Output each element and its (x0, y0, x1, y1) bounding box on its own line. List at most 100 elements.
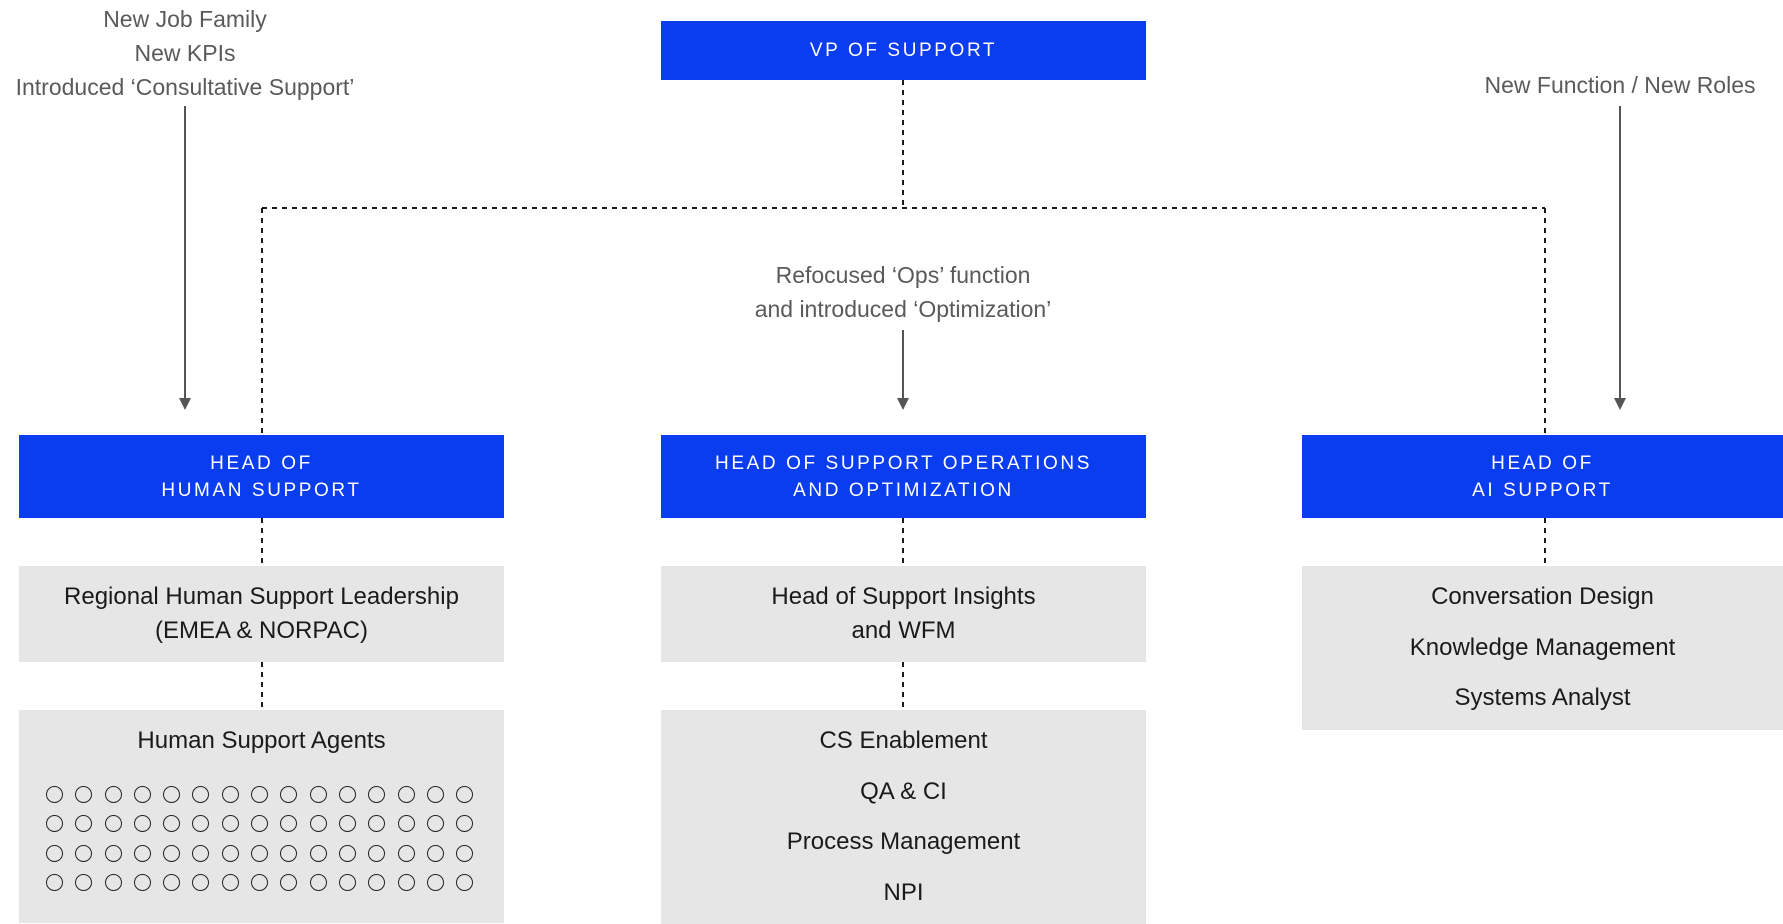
human-support-agents-title: Human Support Agents (137, 727, 386, 754)
head-ai-line-1: HEAD OF (1491, 452, 1594, 474)
agent-dot (251, 873, 269, 891)
agent-dot (46, 844, 63, 862)
human-support-annotation: New Job Family New KPIs Introduced ‘Cons… (0, 2, 370, 104)
agent-dot (426, 815, 444, 833)
agent-dot (456, 844, 474, 862)
agent-dot (251, 844, 269, 862)
human-support-agents-box: Human Support Agents (19, 710, 504, 923)
ops-team-item: QA & CI (860, 777, 947, 805)
agent-dot (104, 786, 122, 803)
ai-annotation-line-1: New Function / New Roles (1484, 72, 1756, 98)
agent-dot (338, 786, 356, 803)
agent-dot (46, 873, 63, 891)
head-human-line-1: HEAD OF (210, 452, 313, 474)
ai-team-item: Systems Analyst (1454, 684, 1631, 712)
agent-dot (251, 815, 269, 833)
operations-teams-box: CS Enablement QA & CI Process Management… (661, 710, 1146, 924)
operations-annotation: Refocused ‘Ops’ function and introduced … (700, 258, 1106, 326)
ops-team-item: CS Enablement (819, 727, 988, 754)
agent-dot (280, 786, 298, 803)
agent-dot (192, 786, 210, 803)
agent-dot (192, 815, 210, 833)
agent-dot (280, 844, 298, 862)
agent-dot (368, 844, 386, 862)
agent-dot (75, 873, 93, 891)
agent-dot (221, 873, 239, 891)
agent-dot (163, 786, 181, 803)
agent-dot (192, 873, 210, 891)
ai-team-item: Conversation Design (1431, 583, 1654, 611)
agent-dot (133, 873, 151, 891)
ai-teams-box: Conversation Design Knowledge Management… (1302, 566, 1783, 730)
agent-dot (46, 786, 63, 803)
agent-dot (221, 815, 239, 833)
agent-dot (75, 786, 93, 803)
agent-dot (368, 786, 386, 803)
agent-dot (280, 873, 298, 891)
agent-dot (338, 873, 356, 891)
agent-dot (46, 815, 63, 833)
ai-support-annotation: New Function / New Roles (1460, 68, 1780, 102)
support-insights-line-1: Head of Support Insights (771, 583, 1036, 610)
agent-dot (397, 873, 415, 891)
head-of-ai-support-box: HEAD OF AI SUPPORT (1302, 435, 1783, 518)
agent-dot (456, 786, 474, 803)
human-annotation-line-3: Introduced ‘Consultative Support’ (15, 74, 355, 100)
agent-dot (456, 873, 474, 891)
agent-dot (397, 844, 415, 862)
agent-dot (163, 873, 181, 891)
head-of-support-operations-box: HEAD OF SUPPORT OPERATIONS AND OPTIMIZAT… (661, 435, 1146, 518)
agent-dot (280, 815, 298, 833)
support-insights-box: Head of Support Insights and WFM (661, 566, 1146, 662)
agent-dot (397, 815, 415, 833)
ops-annotation-line-1: Refocused ‘Ops’ function (775, 262, 1031, 288)
agent-dot (133, 815, 151, 833)
ops-annotation-line-2: and introduced ‘Optimization’ (754, 296, 1052, 322)
agent-dot (75, 844, 93, 862)
head-ops-line-2: AND OPTIMIZATION (793, 479, 1014, 501)
agent-dot (163, 844, 181, 862)
agent-dot (309, 844, 327, 862)
agent-dot (163, 815, 181, 833)
agent-dot (338, 844, 356, 862)
regional-leadership-line-1: Regional Human Support Leadership (64, 583, 459, 610)
head-ai-line-2: AI SUPPORT (1472, 479, 1613, 501)
agent-dot (133, 786, 151, 803)
agent-dot (426, 786, 444, 803)
agent-dot (251, 786, 269, 803)
agent-dot (104, 873, 122, 891)
agent-dot (426, 873, 444, 891)
agent-dot (221, 844, 239, 862)
agent-dot (221, 786, 239, 803)
ops-team-item: NPI (883, 878, 924, 906)
head-human-line-2: HUMAN SUPPORT (161, 479, 362, 501)
agent-dot (133, 844, 151, 862)
agent-dot (397, 786, 415, 803)
vp-of-support-label: VP OF SUPPORT (809, 40, 998, 61)
agent-dot (368, 815, 386, 833)
agent-dot (309, 786, 327, 803)
ops-team-item: Process Management (786, 828, 1021, 855)
agents-grid (46, 786, 474, 891)
regional-leadership-box: Regional Human Support Leadership (EMEA … (19, 566, 504, 662)
agent-dot (104, 815, 122, 833)
human-annotation-line-1: New Job Family (103, 6, 267, 32)
agent-dot (456, 815, 474, 833)
regional-leadership-line-2: (EMEA & NORPAC) (155, 617, 368, 644)
agent-dot (338, 815, 356, 833)
ai-team-item: Knowledge Management (1409, 633, 1676, 661)
agent-dot (309, 873, 327, 891)
agent-dot (368, 873, 386, 891)
agent-dot (104, 844, 122, 862)
agent-dot (426, 844, 444, 862)
human-annotation-line-2: New KPIs (134, 40, 236, 66)
support-insights-line-2: and WFM (851, 617, 956, 644)
head-ops-line-1: HEAD OF SUPPORT OPERATIONS (715, 452, 1092, 474)
agent-dot (75, 815, 93, 833)
vp-of-support-box: VP OF SUPPORT (661, 21, 1146, 80)
agent-dot (192, 844, 210, 862)
agent-dot (309, 815, 327, 833)
head-of-human-support-box: HEAD OF HUMAN SUPPORT (19, 435, 504, 518)
